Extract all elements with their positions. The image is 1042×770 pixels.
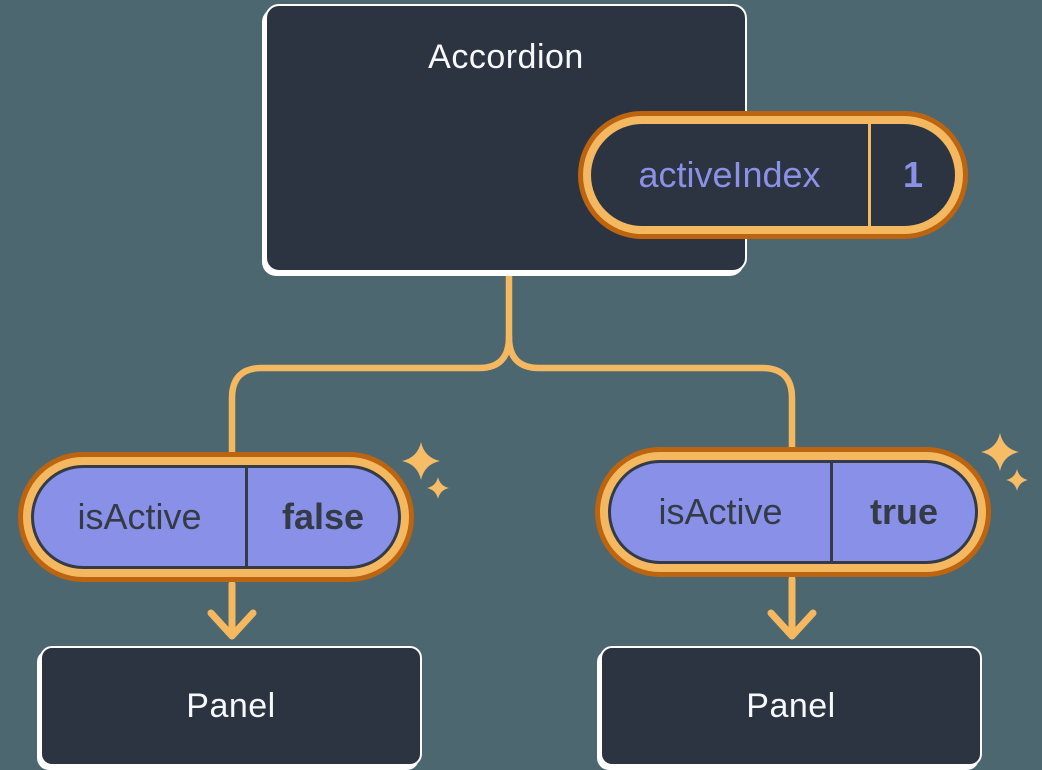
prop-pill-divider (245, 468, 248, 566)
state-name-label: activeIndex (638, 154, 821, 195)
sparkles-right-pill-icon (981, 433, 1028, 491)
prop-pill-body: isActive false (31, 465, 401, 569)
panel-title: Panel (186, 686, 276, 725)
state-pill-body: activeIndex 1 (591, 124, 955, 226)
prop-pill-isactive-false: isActive false (18, 452, 414, 582)
prop-pill-divider (830, 463, 833, 561)
prop-pill-ring: isActive false (23, 457, 409, 577)
arrow-down-left-icon (207, 580, 257, 640)
state-pill-divider (868, 124, 871, 226)
accordion-node: Accordion activeIndex 1 (265, 4, 968, 272)
state-value-label: 1 (902, 154, 924, 195)
panel-title: Panel (746, 686, 836, 725)
tree-connector-lines (228, 269, 796, 457)
prop-name-label: isActive (77, 496, 202, 537)
prop-pill-body: isActive true (608, 460, 978, 564)
connector-left-branch (228, 269, 513, 457)
arrow-down-right-icon (767, 575, 817, 640)
connector-right-branch (505, 333, 796, 452)
prop-pill-isactive-true: isActive true (595, 447, 991, 577)
accordion-title: Accordion (428, 38, 584, 76)
sparkles-left-pill-icon (402, 442, 449, 499)
prop-value-label: false (281, 496, 365, 537)
state-pill-ring: activeIndex 1 (583, 116, 963, 234)
panel-node-left: Panel (40, 646, 422, 766)
state-pill-activeindex: activeIndex 1 (578, 111, 968, 239)
prop-value-label: true (869, 491, 938, 532)
prop-pill-ring: isActive true (600, 452, 986, 572)
prop-name-label: isActive (658, 491, 783, 532)
panel-node-right: Panel (600, 646, 982, 766)
